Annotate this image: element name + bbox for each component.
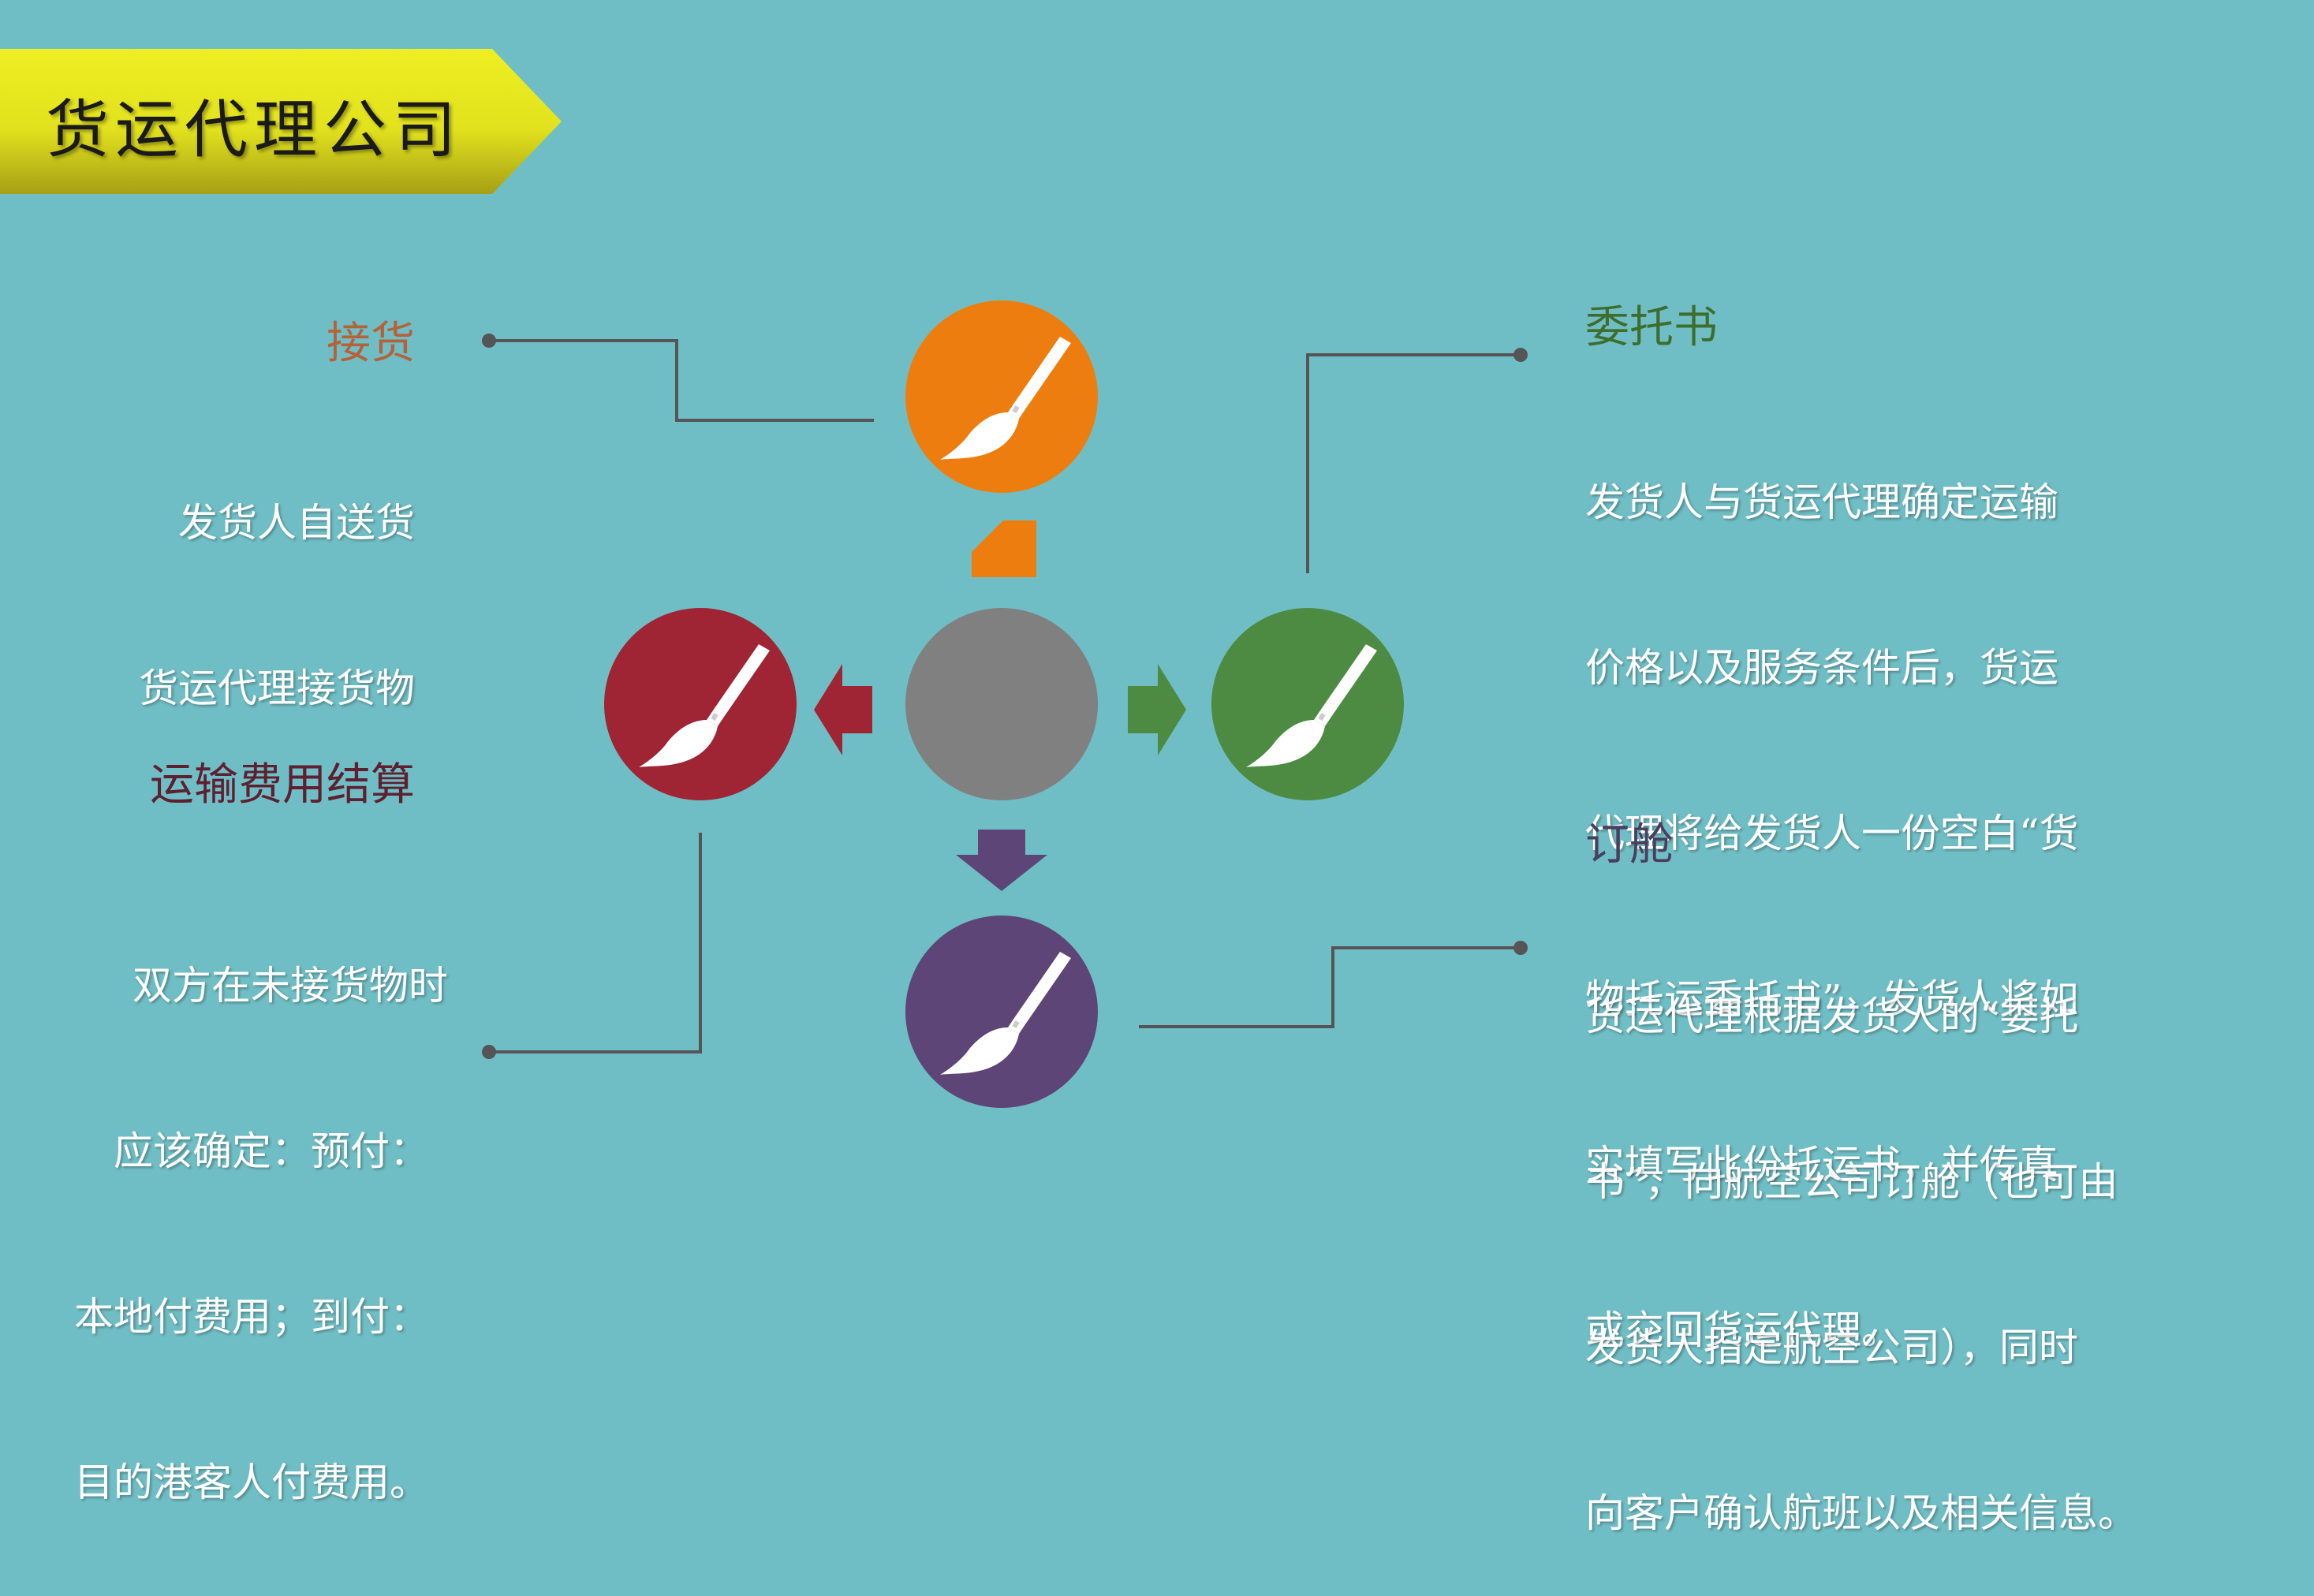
process-diagram: [482, 300, 1528, 1108]
step-settlement-line: 目的港客人付费用。: [74, 1460, 429, 1505]
step-receive-line: 货运代理接货物: [139, 666, 415, 711]
step-booking-title: 订舱: [1585, 819, 1674, 871]
step-receive-title: 接货: [327, 318, 415, 369]
step-power-of-attorney-title: 委托书: [1585, 302, 1718, 353]
step-power-of-attorney-line: 物托运委托书”，发货人将如: [1585, 976, 2079, 1022]
connector-settlement: [489, 833, 702, 1053]
arrow-left-icon: [814, 664, 872, 755]
step-booking-line: 书”，向航空公司订舱（也可由: [1585, 1159, 2118, 1205]
connector-booking: [1139, 946, 1521, 1028]
arrow-down-icon: [956, 830, 1047, 891]
page-title: 货运代理公司: [46, 93, 462, 166]
step-settlement-line: 本地付费用；到付：: [74, 1294, 429, 1340]
center-node: [905, 608, 1098, 800]
title-banner: [0, 49, 562, 194]
connector-dot-settlement: [482, 1045, 496, 1059]
banner-arrow-shape: [0, 49, 562, 194]
step-booking-line: 货运代理根据发货人的“委托: [1585, 994, 2079, 1039]
connector-power-of-attorney: [1306, 353, 1521, 573]
node-left: [604, 608, 797, 800]
step-power-of-attorney-line: 实填写此份托运书，并传真: [1585, 1142, 2058, 1188]
step-power-of-attorney-line: 发货人与货运代理确定运输: [1585, 479, 2058, 525]
step-booking-line: 向客户确认航班以及相关信息。: [1585, 1490, 2137, 1536]
arrow-right-icon: [1128, 664, 1186, 755]
node-right: [1211, 608, 1404, 800]
node-bottom: [905, 915, 1098, 1108]
step-receive-line: 发货人自送货: [178, 500, 415, 546]
connector-receive: [489, 339, 874, 422]
step-settlement-body: 双方在未接货物时 应该确定：预付： 本地付费用；到付： 目的港客人付费用。: [74, 848, 448, 1565]
arrow-up-icon: [972, 520, 1036, 577]
step-settlement-title: 运输费用结算: [150, 759, 415, 811]
connector-dot-booking: [1513, 941, 1528, 955]
step-booking-body: 货运代理根据发货人的“委托 书”，向航空公司订舱（也可由 发货人指定航空公司），…: [1585, 878, 2137, 1596]
step-power-of-attorney-line: 价格以及服务条件后，货运: [1585, 645, 2058, 691]
connector-dot-receive: [482, 334, 496, 348]
step-settlement-line: 应该确定：预付：: [114, 1128, 429, 1174]
node-top: [905, 300, 1098, 493]
step-receive-body: 发货人自送货 货运代理接货物: [139, 385, 415, 771]
step-settlement-line: 双方在未接货物时: [132, 963, 448, 1009]
step-power-of-attorney-line: 代理将给发货人一份空白“货: [1585, 811, 2079, 856]
step-booking-line: 发货人指定航空公司），同时: [1585, 1325, 2078, 1370]
connector-dot-power-of-attorney: [1513, 348, 1528, 362]
